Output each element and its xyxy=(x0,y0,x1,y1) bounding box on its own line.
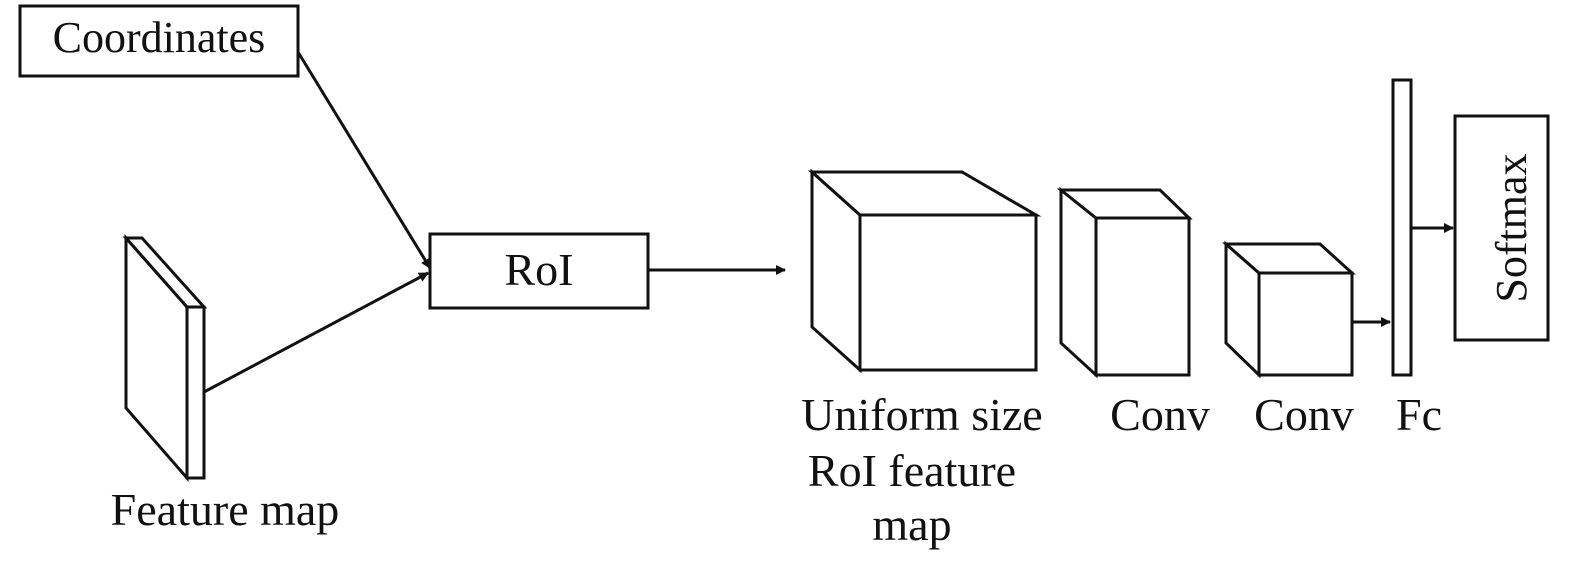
uniform-label-line1: Uniform size xyxy=(801,389,1042,440)
fc-label: Fc xyxy=(1396,389,1442,440)
conv-label-2: Conv xyxy=(1254,389,1354,440)
conv-cube-1 xyxy=(1056,186,1193,379)
coordinates-box: Coordinates xyxy=(18,4,300,78)
feature-map-label: Feature map xyxy=(111,484,340,535)
coordinates-to-roi-arrow xyxy=(296,51,432,269)
fc-layer-bar xyxy=(1391,78,1413,377)
conv-label-1: Conv xyxy=(1110,389,1210,440)
uniform-roi-feature-cube xyxy=(808,168,1042,374)
conv-cube-2 xyxy=(1222,240,1356,379)
coordinates-label: Coordinates xyxy=(53,13,266,62)
softmax-label: Softmax xyxy=(1487,153,1536,302)
roi-box: RoI xyxy=(428,232,650,310)
roi-label: RoI xyxy=(505,244,574,295)
uniform-label-line2: RoI feature xyxy=(808,445,1016,496)
softmax-box: Softmax xyxy=(1453,114,1550,342)
feature-map-to-roi-arrow xyxy=(203,271,429,394)
uniform-label-line3: map xyxy=(872,499,951,550)
feature-map-slab xyxy=(122,234,208,483)
